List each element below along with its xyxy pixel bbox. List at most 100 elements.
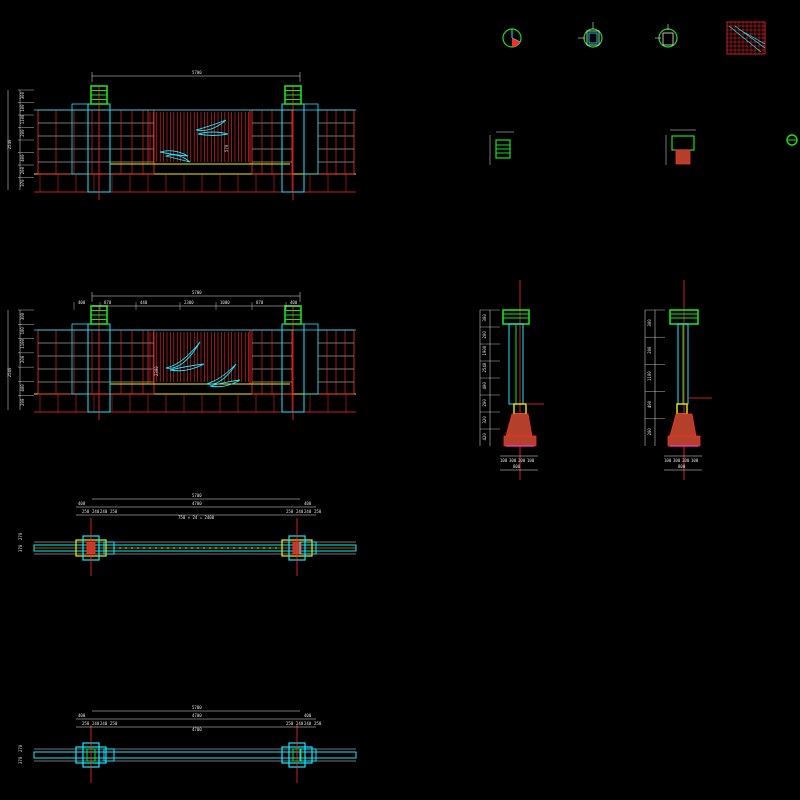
elev-shoulder [303,323,319,395]
elev-dim-text: 300 [20,91,25,99]
elev-dim-text: 2540 [7,139,12,149]
elev2-top-dim-text: 1000 [220,300,230,305]
cap-detail-right [665,129,696,165]
elev-dim-text: 100 [20,327,25,335]
elev-dim-text: 200 [20,355,25,363]
section-bdim-text: 200 [682,458,690,463]
elev-bamboo-leaf [164,154,191,163]
section-vdim-text: 300 [647,319,652,327]
plan-upper-sub-dim-right: 400 [304,501,312,506]
elev-dim-text: 1100 [20,114,25,124]
plan-upper-sub-dim-left: 400 [78,501,86,506]
section-vdim-text: 420 [482,433,487,441]
cap-detail-dot [786,134,798,146]
plan-mid-dim-text: 250 [314,509,322,514]
section-vdim-text: 1100 [647,371,652,381]
plan-mid-dim-text: 240 [296,721,304,726]
elevation-top-center-label: 570 [224,144,229,152]
elev-dim-text: 200 [20,398,25,406]
elev2-top-dim-text: 2300 [184,300,194,305]
elev2-top-dim-text: 400 [290,300,298,305]
plan-mid-dim-text: 240 [92,721,100,726]
plan-lower-side-dim-a: 370 [18,756,23,764]
section-right-footing [669,413,697,437]
post-section-symbol [655,24,678,48]
section-bdim-text: 300 [509,458,517,463]
fence-elevation-top [34,85,356,200]
section-vdim-text: 400 [482,382,487,390]
elevation-second-center-label: 2300 [154,366,159,376]
plan-mid-dim-text: 250 [314,721,322,726]
section-right-bottom-total: 800 [678,464,686,469]
plan-mid-dim-text: 250 [286,721,294,726]
hatch-grid-symbol [726,21,766,55]
elev-dim-text: 200 [20,166,25,174]
plan-mid-dim-text: 240 [304,509,312,514]
elev-bamboo-leaf [169,363,205,372]
plan-wall-core [33,751,357,759]
section-bdim-text: 300 [673,458,681,463]
section-right-beam [676,403,688,415]
section-vdim-text: 200 [647,428,652,436]
plan-pier [299,748,317,762]
plan-upper-sub-dim-mid: 4700 [192,501,202,506]
section-vdim-text: 300 [482,314,487,322]
elev-shoulder [71,323,89,395]
plan-mid-dim-text: 250 [82,721,90,726]
elev-bamboo-leaf [205,363,237,385]
plan-mid-dim-text: 250 [110,509,118,514]
elev-dim-text: 370 [20,179,25,187]
section-vdim-text: 200 [647,346,652,354]
plan-upper-side-dim-a: 370 [18,544,23,552]
plan-pier [103,541,115,555]
elev-dim-text: 400 [20,154,25,162]
green-circle-symbol [502,28,522,48]
elev2-top-dim-text: 400 [78,300,86,305]
post-cap-symbol [578,22,603,48]
plan-mid-dim-text: 240 [92,509,100,514]
elev-bamboo-leaf [209,379,241,388]
elev-bamboo-leaf [195,119,227,131]
plan-upper-overall-dim: 5700 [192,493,202,498]
plan-lower-side-dim-b: 270 [18,744,23,752]
elev-dim-text: 300 [20,312,25,320]
plan-mid-dim-text: 240 [304,721,312,726]
plan-upper-side-dim-b: 270 [18,532,23,540]
section-vdim-text: 200 [482,331,487,339]
plan-lower-span-label: 4700 [192,727,202,732]
section-bdim-text: 100 [691,458,699,463]
section-left-cap [502,309,530,325]
elev2-top-dim-text: 870 [104,300,112,305]
elev-bamboo-leaf [165,341,201,369]
plan-lower-sub-dim-mid: 4700 [192,713,202,718]
elevation-second-overall-dim: 5700 [192,290,202,295]
elev2-top-dim-text: 440 [140,300,148,305]
plan-lower-overall-dim: 5700 [192,705,202,710]
fence-elevation-second [34,305,356,420]
fence-plan-lower [33,725,357,783]
legend-symbols [502,21,766,55]
section-bdim-text: 100 [664,458,672,463]
section-left-footing [505,413,533,437]
plan-lower-sub-dim-right: 400 [304,713,312,718]
plan-mid-dim-text: 250 [110,721,118,726]
elev-shoulder [303,103,319,175]
plan-mid-dim-text: 240 [100,509,108,514]
cap-detail-left [489,131,514,165]
elev-dim-text: 2540 [7,367,12,377]
section-bdim-text: 100 [500,458,508,463]
plan-lower-sub-dim-left: 400 [78,713,86,718]
